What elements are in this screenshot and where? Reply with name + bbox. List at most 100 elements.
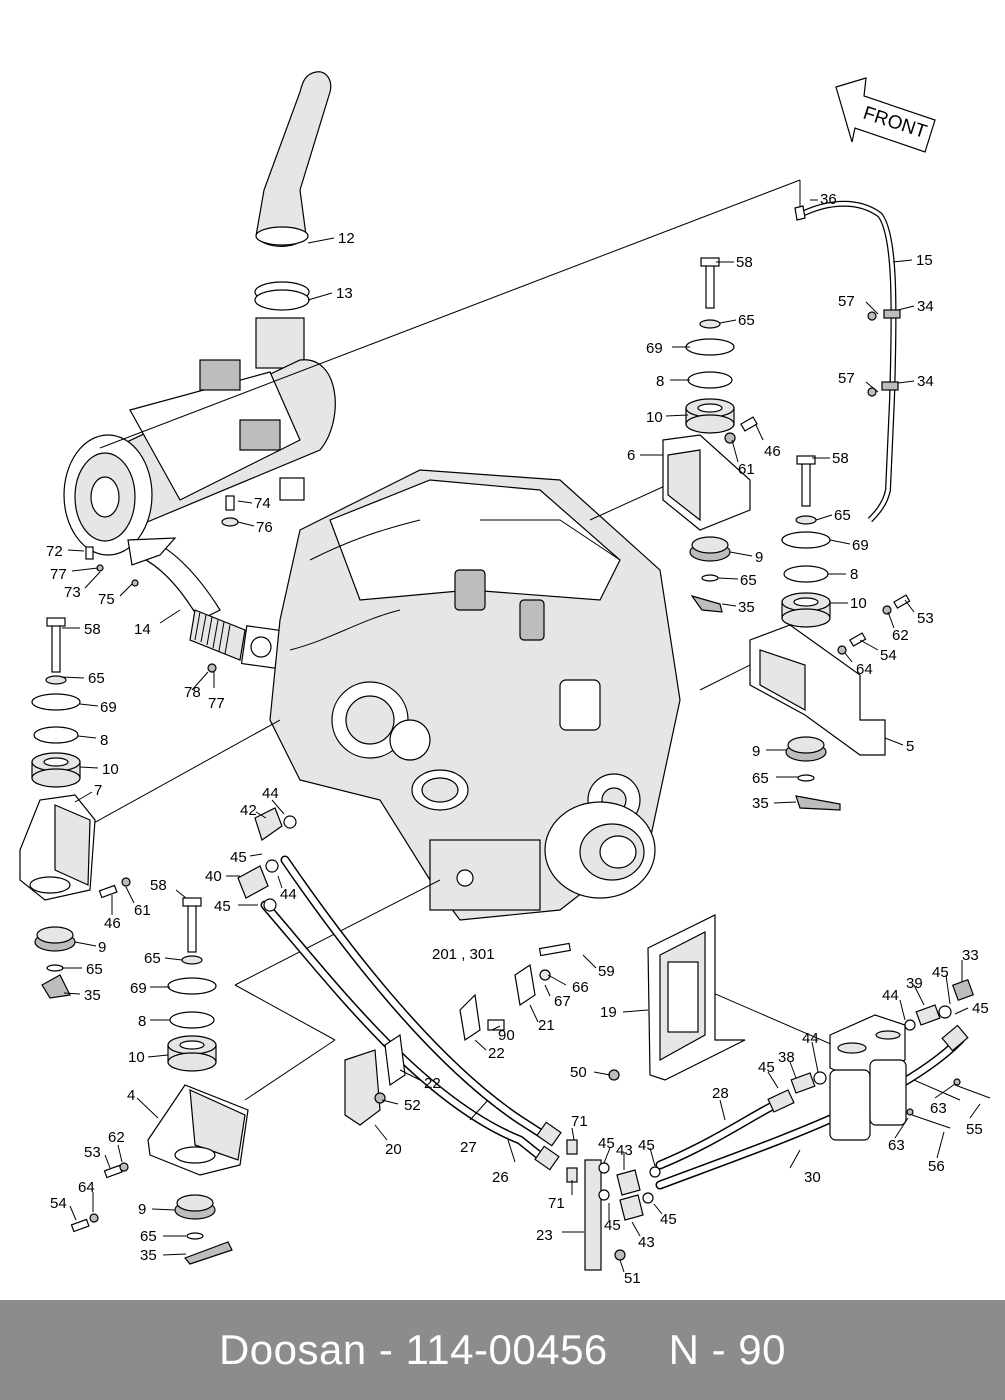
callout-45b: 45 [214, 898, 231, 915]
callout-10d: 10 [128, 1049, 145, 1066]
callout-74: 74 [254, 495, 271, 512]
callout-52: 52 [404, 1097, 421, 1114]
callout-50: 50 [570, 1064, 587, 1081]
callout-27: 27 [460, 1139, 477, 1156]
callout-63b: 63 [888, 1137, 905, 1154]
callout-65f: 65 [86, 961, 103, 978]
callout-9b: 9 [752, 743, 760, 760]
callout-63a: 63 [930, 1100, 947, 1117]
callout-65h: 65 [140, 1228, 157, 1245]
dipstick-tube-15 [794, 200, 901, 523]
callout-42: 42 [240, 802, 257, 819]
callout-19: 19 [600, 1004, 617, 1021]
callout-78: 78 [184, 684, 201, 701]
callout-39: 39 [906, 975, 923, 992]
callout-10a: 10 [646, 409, 663, 426]
callout-77b: 77 [208, 695, 225, 712]
callout-65e: 65 [88, 670, 105, 687]
callout-8c: 8 [100, 732, 108, 749]
callout-45e: 45 [604, 1217, 621, 1234]
callout-23: 23 [536, 1227, 553, 1244]
callout-13: 13 [336, 285, 353, 302]
callout-90: 90 [498, 1027, 515, 1044]
engine-assembly [269, 469, 681, 921]
callout-65c: 65 [834, 507, 851, 524]
callout-40: 40 [205, 868, 222, 885]
callout-69a: 69 [646, 340, 663, 357]
callout-59: 59 [598, 963, 615, 980]
callout-8a: 8 [656, 373, 664, 390]
callout-66: 66 [572, 979, 589, 996]
callout-45d: 45 [638, 1137, 655, 1154]
callout-62a: 62 [892, 627, 909, 644]
callout-35b: 35 [752, 795, 769, 812]
footer-bar: Doosan - 114-00456 N - 90 [0, 1300, 1005, 1400]
mount-left-rear [70, 897, 249, 1265]
hoses-26-27 [260, 855, 562, 1171]
callout-38: 38 [778, 1049, 795, 1066]
callout-56: 56 [928, 1158, 945, 1175]
callout-21: 21 [538, 1017, 555, 1034]
callout-43b: 43 [638, 1234, 655, 1251]
callout-62b: 62 [108, 1129, 125, 1146]
callout-44c: 44 [802, 1030, 819, 1047]
callout-45h: 45 [932, 964, 949, 981]
mount-left-front [19, 617, 131, 999]
callout-44a: 44 [262, 785, 279, 802]
callout-34a: 34 [917, 298, 934, 315]
callout-69b: 69 [852, 537, 869, 554]
brackets [344, 914, 746, 1271]
callout-9a: 9 [755, 549, 763, 566]
callout-44b: 44 [280, 886, 297, 903]
callout-54b: 54 [50, 1195, 67, 1212]
callout-46a: 46 [764, 443, 781, 460]
callout-8b: 8 [850, 566, 858, 583]
small-hardware-72-78 [85, 495, 239, 673]
callout-30: 30 [804, 1169, 821, 1186]
callout-45c: 45 [598, 1135, 615, 1152]
callout-45f: 45 [660, 1211, 677, 1228]
callout-35c: 35 [84, 987, 101, 1004]
callout-75: 75 [98, 591, 115, 608]
callout-9d: 9 [138, 1201, 146, 1218]
callout-65b: 65 [740, 572, 757, 589]
callout-34b: 34 [917, 373, 934, 390]
callout-58d: 58 [150, 877, 167, 894]
mount-right-rear [749, 455, 911, 811]
callout-65d: 65 [752, 770, 769, 787]
flex-pipe-14 [127, 537, 282, 669]
callout-69d: 69 [130, 980, 147, 997]
callout-65g: 65 [144, 950, 161, 967]
callout-57b: 57 [838, 370, 855, 387]
callout-73: 73 [64, 584, 81, 601]
callout-55: 55 [966, 1121, 983, 1138]
callout-76: 76 [256, 519, 273, 536]
callout-53b: 53 [84, 1144, 101, 1161]
callout-71b: 71 [548, 1195, 565, 1212]
callout-57a: 57 [838, 293, 855, 310]
callout-64b: 64 [78, 1179, 95, 1196]
callout-5: 5 [906, 738, 914, 755]
callout-35d: 35 [140, 1247, 157, 1264]
callout-33: 33 [962, 947, 979, 964]
callout-10b: 10 [850, 595, 867, 612]
callout-leaders [61, 199, 981, 1273]
callout-69c: 69 [100, 699, 117, 716]
callout-51: 51 [624, 1270, 641, 1287]
callout-43a: 43 [616, 1142, 633, 1159]
callout-61a: 61 [738, 461, 755, 478]
callout-7: 7 [94, 782, 102, 799]
callout-12: 12 [338, 230, 355, 247]
callout-labels: 12 13 14 36 15 57 34 57 34 58 65 69 8 10… [46, 191, 989, 1287]
callout-45g: 45 [758, 1059, 775, 1076]
callout-14: 14 [134, 621, 151, 638]
callout-65a: 65 [738, 312, 755, 329]
fittings-43-45-71 [566, 1139, 661, 1221]
callout-10c: 10 [102, 761, 119, 778]
callout-36: 36 [820, 191, 837, 208]
callout-58b: 58 [832, 450, 849, 467]
callout-45i: 45 [972, 1000, 989, 1017]
callout-58c: 58 [84, 621, 101, 638]
exhaust-pipe-12 [254, 71, 332, 311]
callout-28: 28 [712, 1085, 729, 1102]
